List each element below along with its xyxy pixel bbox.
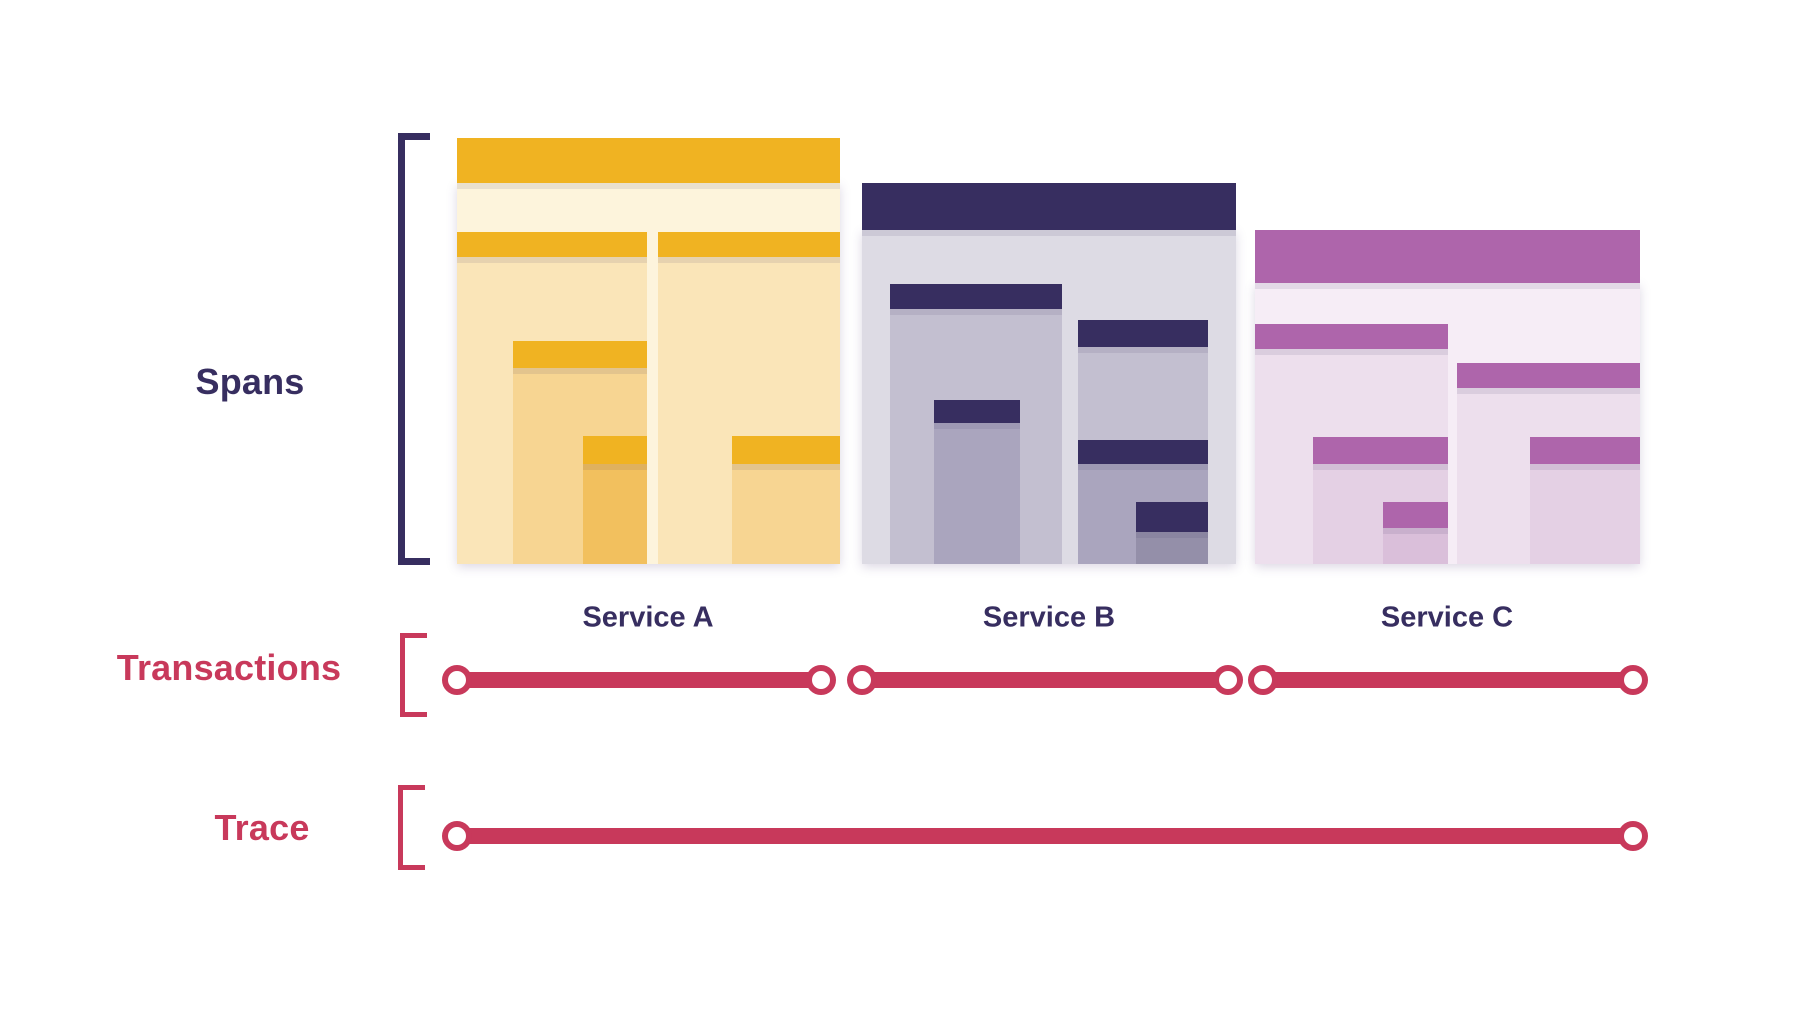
span-bar [1078, 440, 1208, 464]
transaction-endpoint-circle [442, 665, 472, 695]
transactions-label: Transactions [116, 647, 342, 688]
span-bar [1530, 437, 1640, 464]
span-bar [583, 436, 647, 464]
transaction-line [1263, 672, 1633, 688]
transaction-endpoint-circle [1213, 665, 1243, 695]
transactions-bracket [400, 633, 427, 717]
span-body [1530, 464, 1640, 564]
span-bar [862, 183, 1236, 230]
span-bar [1457, 363, 1640, 388]
span-bar [658, 232, 840, 257]
service-label-2: Service B [982, 601, 1116, 634]
transaction-endpoint-circle [806, 665, 836, 695]
span-bar [1383, 502, 1448, 528]
span-bar [1136, 502, 1208, 532]
transaction-endpoint-circle [1618, 665, 1648, 695]
transaction-line [457, 672, 821, 688]
trace-line [457, 828, 1633, 844]
span-body [732, 464, 840, 564]
spans-bracket [398, 133, 430, 565]
span-body [1383, 528, 1448, 564]
span-bar [1255, 324, 1448, 349]
spans-label: Spans [195, 361, 305, 402]
transaction-endpoint-circle [1248, 665, 1278, 695]
transaction-endpoint-circle [847, 665, 877, 695]
span-bar [732, 436, 840, 464]
span-body [1136, 532, 1208, 564]
span-bar [513, 341, 647, 368]
span-body [934, 423, 1020, 564]
transaction-line [862, 672, 1228, 688]
trace-label: Trace [214, 807, 310, 848]
trace-endpoint-circle [1618, 821, 1648, 851]
span-bar [1313, 437, 1448, 464]
service-label-3: Service C [1380, 601, 1514, 634]
span-bar [1255, 230, 1640, 283]
span-body [583, 464, 647, 564]
span-bar [457, 232, 647, 257]
span-bar [890, 284, 1062, 309]
span-bar [1078, 320, 1208, 347]
trace-bracket [398, 785, 425, 870]
span-bar [934, 400, 1020, 423]
trace-endpoint-circle [442, 821, 472, 851]
service-label-1: Service A [582, 601, 714, 634]
span-bar [457, 138, 840, 183]
